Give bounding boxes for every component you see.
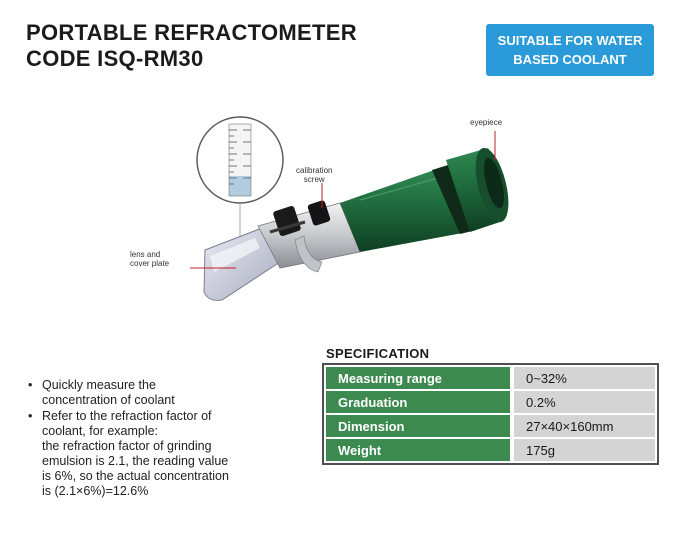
spec-value: 0.2% bbox=[511, 389, 657, 415]
lens-label-line-2: cover plate bbox=[130, 259, 170, 268]
notes-list: • Quickly measure the concentration of c… bbox=[28, 378, 298, 500]
spec-row: Graduation 0.2% bbox=[324, 389, 657, 415]
spec-label: Graduation bbox=[324, 389, 514, 415]
spec-value: 0~32% bbox=[511, 365, 657, 391]
scale-view bbox=[196, 116, 284, 270]
note-line: concentration of coolant bbox=[42, 393, 175, 407]
lens-label-line-1: lens and bbox=[130, 250, 161, 259]
calibration-screw-label: calibration screw bbox=[296, 166, 332, 184]
note-line: the refraction factor of grinding bbox=[42, 439, 212, 453]
note-line: Refer to the refraction factor of bbox=[42, 409, 212, 423]
calibration-label-line-2: screw bbox=[303, 175, 325, 184]
spec-label: Measuring range bbox=[324, 365, 514, 391]
note-line: is (2.1×6%)=12.6% bbox=[42, 484, 149, 498]
spec-value: 27×40×160mm bbox=[511, 413, 657, 439]
title-line-1: PORTABLE REFRACTOMETER bbox=[26, 20, 357, 45]
calibration-label-line-1: calibration bbox=[296, 166, 333, 175]
note-item: • Quickly measure the concentration of c… bbox=[28, 378, 298, 408]
calibration-screw bbox=[269, 200, 331, 236]
badge-line-1: SUITABLE FOR WATER bbox=[497, 33, 643, 48]
note-item: • Refer to the refraction factor of cool… bbox=[28, 409, 298, 499]
note-line: emulsion is 2.1, the reading value bbox=[42, 454, 229, 468]
refractometer-illustration bbox=[190, 116, 509, 301]
lens-cover-label: lens and cover plate bbox=[130, 250, 169, 268]
spec-table: Measuring range 0~32% Graduation 0.2% Di… bbox=[322, 363, 659, 465]
spec-row: Measuring range 0~32% bbox=[324, 365, 657, 391]
note-line: Quickly measure the bbox=[42, 378, 156, 392]
spec-title: SPECIFICATION bbox=[326, 346, 430, 361]
spec-row: Weight 175g bbox=[324, 437, 657, 463]
bullet-icon: • bbox=[28, 378, 33, 392]
title-line-2: CODE ISQ-RM30 bbox=[26, 46, 204, 71]
spec-value: 175g bbox=[511, 437, 657, 463]
spec-label: Dimension bbox=[324, 413, 514, 439]
spec-row: Dimension 27×40×160mm bbox=[324, 413, 657, 439]
page-title: PORTABLE REFRACTOMETER CODE ISQ-RM30 bbox=[26, 20, 357, 72]
eyepiece-label: eyepiece bbox=[470, 118, 503, 127]
note-line: coolant, for example: bbox=[42, 424, 159, 438]
note-line: is 6%, so the actual concentration bbox=[42, 469, 229, 483]
spec-label: Weight bbox=[324, 437, 514, 463]
badge-line-2: BASED COOLANT bbox=[513, 52, 627, 67]
bullet-icon: • bbox=[28, 409, 33, 423]
coolant-badge: SUITABLE FOR WATER BASED COOLANT bbox=[486, 24, 654, 76]
